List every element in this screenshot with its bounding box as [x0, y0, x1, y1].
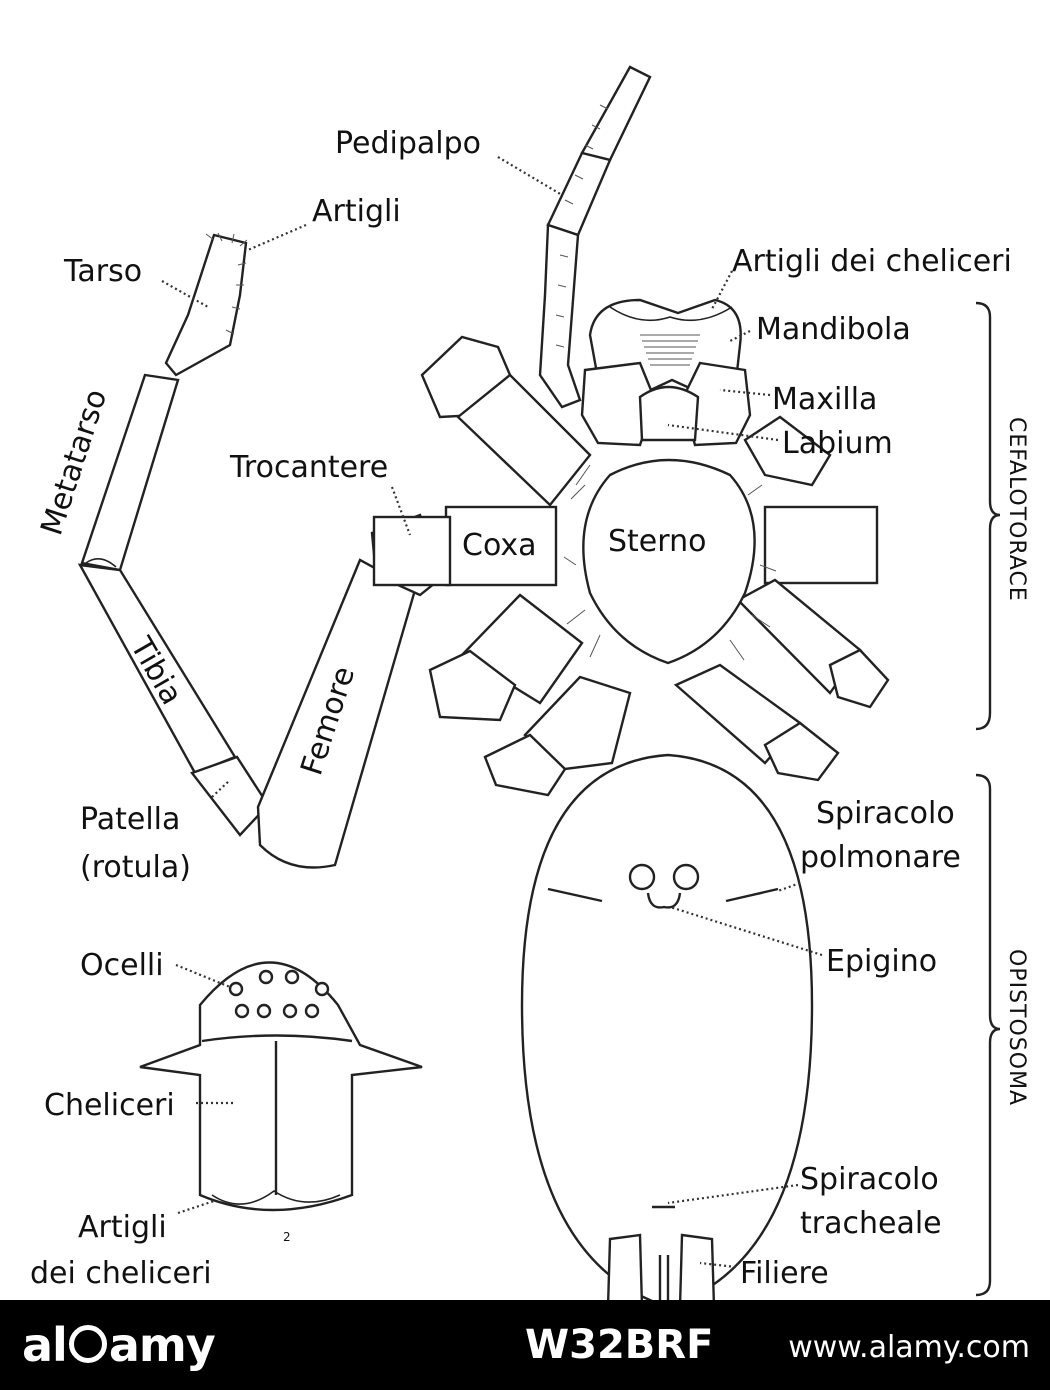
label-opistosoma: OPISTOSOMA — [1004, 949, 1029, 1106]
label-artigli-cheliceri-top: Artigli dei cheliceri — [732, 244, 1012, 279]
leader-lines — [161, 156, 823, 1269]
label-artigli-cheliceri-bottom-line2: dei cheliceri — [30, 1256, 212, 1291]
label-spiracolo-polmonare-line2: polmonare — [800, 840, 961, 875]
cephalothorax-drawing — [372, 298, 890, 797]
alamy-a-icon — [68, 1325, 107, 1363]
label-epigino: Epigino — [826, 944, 937, 979]
footer-url: www.alamy.com — [788, 1330, 1030, 1365]
pedipalp-drawing — [538, 65, 652, 409]
label-spiracolo-tracheale-line2: tracheale — [800, 1206, 942, 1241]
label-cheliceri: Cheliceri — [44, 1088, 175, 1123]
label-patella-line1: Patella — [80, 802, 180, 837]
logo-suffix: amy — [108, 1318, 216, 1372]
abdomen-drawing — [520, 753, 814, 1309]
section-brackets — [975, 301, 1001, 1297]
logo-prefix: al — [22, 1318, 68, 1372]
label-cefalotorace: CEFALOTORACE — [1004, 417, 1029, 602]
leg-drawing — [77, 232, 447, 869]
label-maxilla: Maxilla — [772, 382, 877, 417]
label-patella-line2: (rotula) — [80, 850, 191, 885]
label-coxa: Coxa — [462, 528, 537, 563]
label-mandibola: Mandibola — [756, 312, 911, 347]
labels: Pedipalpo Artigli Tarso Metatarso Trocan… — [30, 126, 1029, 1328]
label-tarso: Tarso — [63, 254, 142, 289]
label-filiere: Filiere — [740, 1256, 829, 1291]
label-sterno: Sterno — [608, 524, 706, 559]
label-ocelli: Ocelli — [80, 948, 164, 983]
label-figure-2: 2 — [283, 1230, 292, 1244]
head-detail-drawing — [139, 961, 423, 1212]
label-artigli-cheliceri-bottom-line1: Artigli — [78, 1210, 167, 1245]
label-spiracolo-tracheale-line1: Spiracolo — [800, 1162, 939, 1197]
label-artigli: Artigli — [312, 194, 401, 229]
label-labium: Labium — [782, 426, 893, 461]
label-pedipalpo: Pedipalpo — [335, 126, 481, 161]
image-id: W32BRF — [525, 1322, 714, 1368]
label-spiracolo-polmonare-line1: Spiracolo — [816, 796, 955, 831]
label-trocantere: Trocantere — [229, 450, 388, 485]
